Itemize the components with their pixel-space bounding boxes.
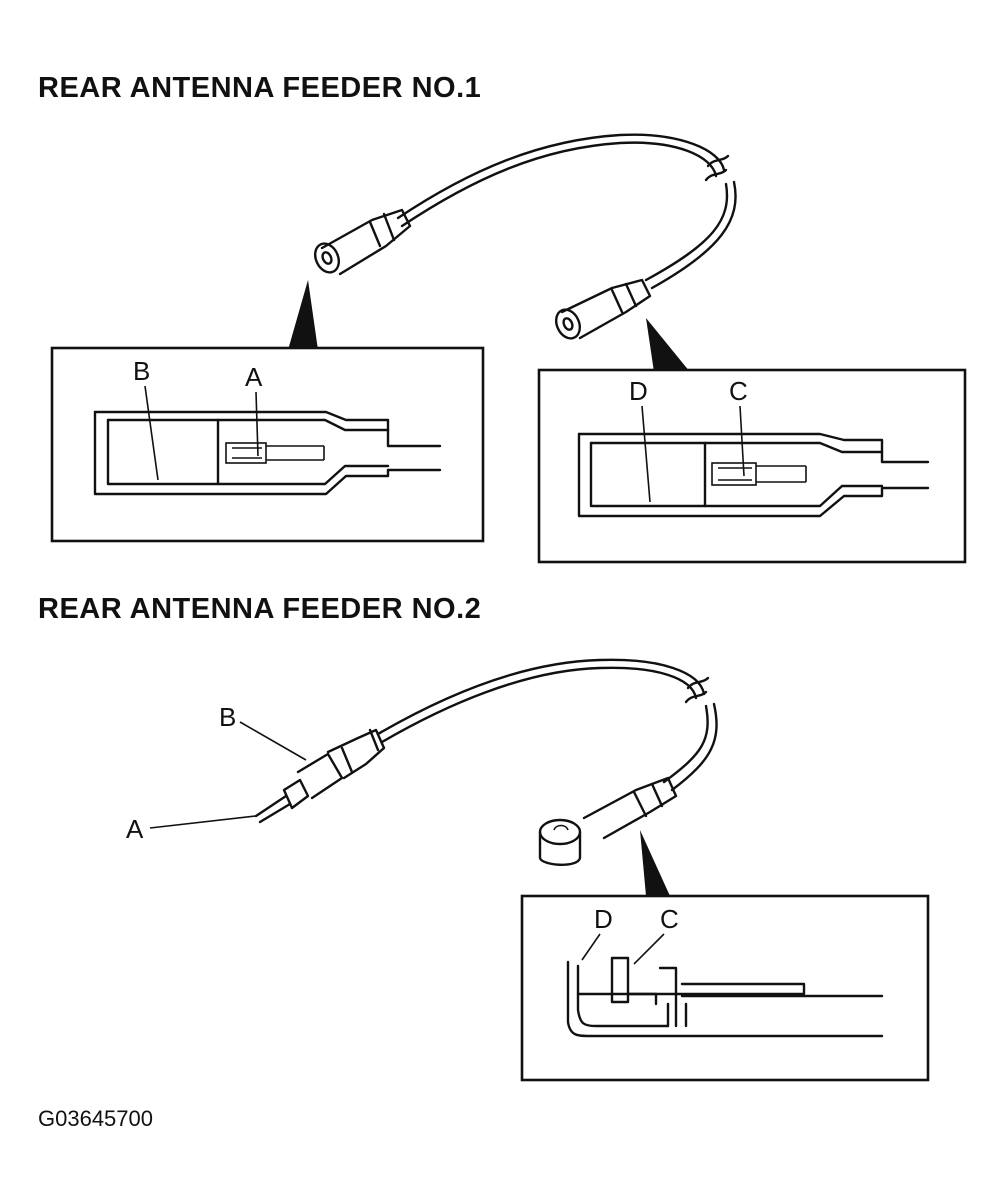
feeder2-title: REAR ANTENNA FEEDER NO.2 [38, 593, 482, 625]
label-c: C [729, 376, 748, 406]
feeder1-detail-right [537, 368, 967, 564]
figure-id: G03645700 [38, 1106, 153, 1131]
feeder2-detail [520, 894, 930, 1082]
feeder1-cable-illustration [288, 133, 737, 372]
label-b: B [219, 702, 236, 732]
label-c: C [660, 904, 679, 934]
feeder2-callouts: B A D C [126, 702, 679, 965]
label-d: D [594, 904, 613, 934]
feeder1-title: REAR ANTENNA FEEDER NO.1 [38, 72, 482, 104]
label-a: A [245, 362, 263, 392]
label-a: A [126, 814, 144, 844]
label-d: D [629, 376, 648, 406]
label-b: B [133, 356, 150, 386]
feeder1-detail-left [50, 346, 485, 543]
feeder2-cable-illustration [254, 658, 718, 896]
feeder1-callouts: B A D C [133, 356, 748, 503]
